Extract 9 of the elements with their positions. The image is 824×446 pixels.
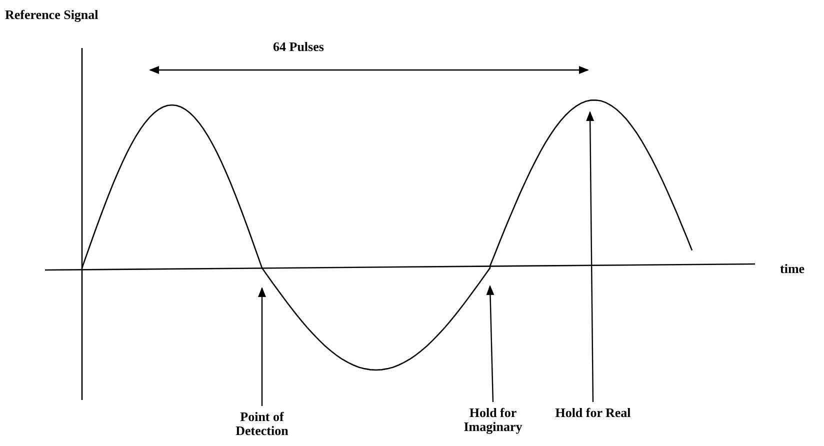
- axis-label: Reference Signal: [5, 8, 98, 22]
- arrow: [486, 285, 494, 402]
- dimension-label: 64 Pulses: [273, 40, 324, 54]
- annotation-text: Point of Detection: [222, 410, 302, 438]
- arrow: [586, 111, 594, 402]
- axis-label: time: [780, 262, 805, 276]
- annotation-text: Hold for Imaginary: [453, 406, 533, 434]
- arrow: [258, 287, 266, 406]
- annotation-text: Hold for Real: [553, 406, 633, 420]
